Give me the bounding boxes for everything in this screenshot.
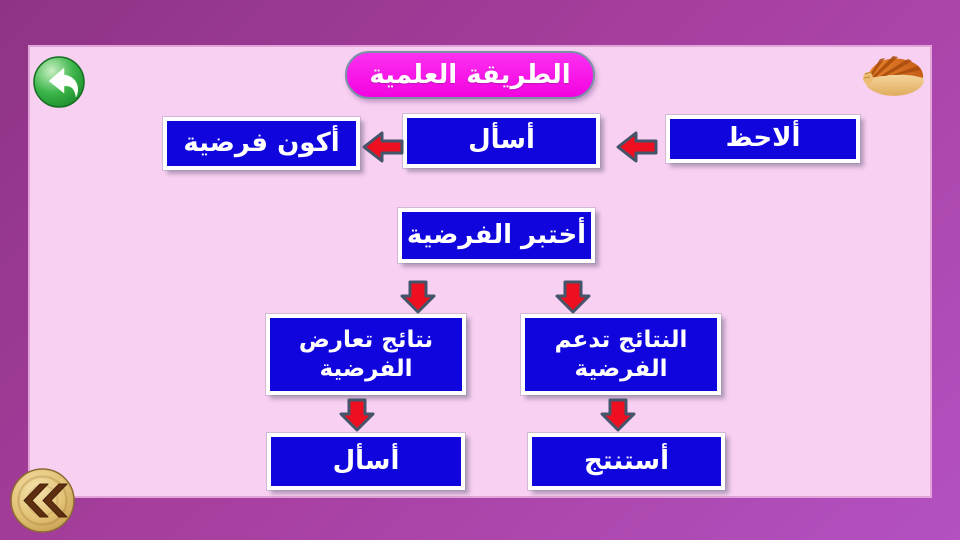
arrow-down-icon: [555, 280, 591, 314]
node-ask: أسأل: [403, 114, 600, 168]
node-ask-again: أسأل: [267, 433, 465, 490]
back-button[interactable]: [33, 56, 85, 108]
node-observe: ألاحظ: [666, 115, 860, 163]
double-chevron-left-icon: [10, 468, 75, 533]
arrow-down-icon: [339, 398, 375, 432]
arrow-down-icon: [400, 280, 436, 314]
arrow-down-icon: [600, 398, 636, 432]
node-results-support: النتائج تدعم الفرضية: [521, 314, 721, 395]
node-results-contradict: نتائج تعارض الفرضية: [266, 314, 466, 395]
node-test-hypothesis: أختبر الفرضية: [398, 208, 595, 263]
arrow-left-icon: [616, 131, 658, 163]
seashell-icon: [863, 56, 924, 96]
back-arrow-icon: [33, 56, 85, 108]
arrow-left-icon: [362, 131, 404, 163]
node-form-hypothesis: أكون فرضية: [163, 117, 360, 170]
page-title: الطريقة العلمية: [345, 51, 595, 99]
node-conclude: أستنتج: [528, 433, 725, 490]
content-panel: [28, 45, 932, 498]
previous-page-button[interactable]: [9, 467, 76, 534]
